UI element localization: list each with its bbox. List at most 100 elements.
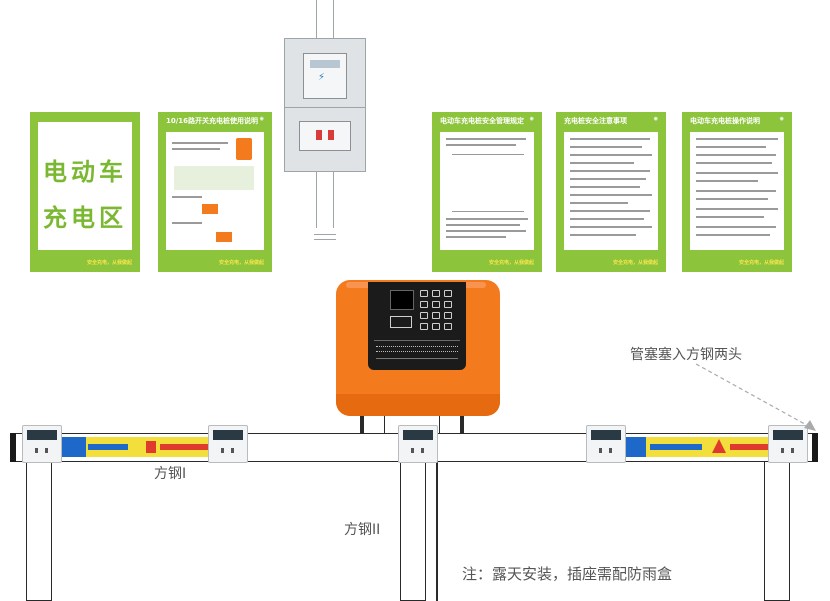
banner-blue-section [60, 437, 86, 457]
keypad-key[interactable] [444, 301, 452, 308]
keypad-key[interactable] [444, 290, 452, 297]
keypad-key[interactable] [420, 290, 428, 297]
text-line [696, 190, 776, 192]
poster-inner [440, 132, 534, 250]
socket-box[interactable] [22, 425, 62, 463]
poster-title: 10/16路开关充电桩使用说明 [166, 117, 259, 125]
poster-title: 充电桩安全注意事项 [564, 117, 627, 125]
panel-divider [374, 340, 460, 341]
rail-end-cap-right [812, 433, 818, 462]
indicator-row [376, 346, 458, 352]
rail-banner-right [622, 437, 772, 457]
text-line [696, 226, 776, 228]
label-note: 注：露天安装，插座需配防雨盒 [462, 565, 673, 583]
phone-image [236, 138, 252, 160]
box-divider [285, 107, 365, 108]
keypad-key[interactable] [420, 312, 428, 319]
card-reader[interactable] [390, 316, 412, 328]
banner-strip [650, 444, 702, 450]
charger-bottom-shade [336, 394, 500, 416]
text-line [446, 144, 516, 146]
poster-inner [690, 132, 784, 250]
text-line [570, 210, 650, 212]
text-line [172, 148, 220, 150]
rail-banner-left [60, 437, 214, 457]
hazard-triangle-icon [712, 439, 726, 453]
banner-strip [160, 444, 208, 450]
keypad-key[interactable] [432, 290, 440, 297]
poster-logo: ◉ [653, 116, 658, 122]
poster-slogan: 安全充电，从我做起 [738, 260, 784, 266]
charger-screen [390, 290, 414, 310]
socket-box[interactable] [208, 425, 248, 463]
socket-box[interactable] [586, 425, 626, 463]
charger-bracket-left [360, 414, 364, 434]
text-line [696, 198, 768, 200]
text-line [570, 226, 652, 228]
text-line [172, 142, 228, 144]
socket-box[interactable] [398, 425, 438, 463]
support-post-right [764, 461, 790, 601]
poster-slogan: 安全充电，从我做起 [86, 260, 132, 266]
center-post-line [436, 461, 438, 601]
keypad-key[interactable] [444, 312, 452, 319]
charger-thumb-2 [216, 232, 232, 242]
text-line [696, 180, 758, 182]
poster-inner: 电动车 充电区 [38, 122, 132, 250]
text-line [446, 218, 528, 220]
meter-bolt-icon: ⚡ [318, 72, 326, 83]
keypad-key[interactable] [420, 301, 428, 308]
poster-logo: ◉ [779, 116, 784, 122]
poster-safety-rules: 电动车充电桩安全管理规定 ◉ 安全充电，从我做起 [432, 112, 542, 272]
text-line [446, 224, 520, 226]
text-line [446, 236, 506, 238]
label-steel-1: 方钢I [154, 466, 187, 482]
meter-display [310, 60, 340, 68]
keypad-key[interactable] [444, 323, 452, 330]
keypad-key[interactable] [420, 323, 428, 330]
poster-slogan: 安全充电，从我做起 [612, 260, 658, 266]
cable-bottom [316, 172, 334, 228]
charger-thumb [202, 204, 218, 214]
text-line [570, 234, 636, 236]
breaker-panel [299, 121, 351, 151]
fee-table [452, 154, 524, 212]
poster-title: 电动车充电桩安全管理规定 [440, 117, 524, 125]
text-line [696, 138, 778, 140]
label-pipe-plug: 管塞塞入方钢两头 [630, 347, 742, 363]
text-line [172, 196, 202, 198]
zone-title-line2: 充电区 [43, 204, 127, 232]
text-line [696, 146, 766, 148]
text-line [446, 138, 526, 140]
breaker-red [316, 130, 322, 140]
banner-strip [88, 444, 128, 450]
text-line [696, 172, 778, 174]
text-line [570, 194, 652, 196]
poster-slogan: 安全充电，从我做起 [488, 260, 534, 266]
text-line [570, 178, 646, 180]
label-steel-2: 方钢II [344, 522, 381, 538]
text-line [570, 146, 642, 148]
poster-operation-guide: 电动车充电桩操作说明 ◉ 安全充电，从我做起 [682, 112, 792, 272]
text-line [570, 186, 640, 188]
cable-end [314, 234, 336, 240]
step-screens [174, 166, 254, 190]
socket-box[interactable] [768, 425, 808, 463]
keypad-key[interactable] [432, 312, 440, 319]
charger-control-panel [368, 282, 466, 370]
support-post-left [26, 461, 52, 601]
poster-title: 电动车充电桩操作说明 [690, 117, 760, 125]
poster-logo: ◉ [529, 116, 534, 122]
poster-logo: ◉ [259, 116, 264, 122]
poster-inner [564, 132, 658, 250]
keypad-key[interactable] [432, 301, 440, 308]
warning-icon [146, 441, 156, 453]
text-line [696, 162, 772, 164]
text-line [696, 208, 778, 210]
indicator-row-2 [376, 358, 458, 359]
distribution-box: ⚡ [284, 38, 366, 172]
annotation-arrow [695, 363, 816, 431]
keypad-key[interactable] [432, 323, 440, 330]
text-line [570, 154, 652, 156]
text-line [570, 138, 650, 140]
